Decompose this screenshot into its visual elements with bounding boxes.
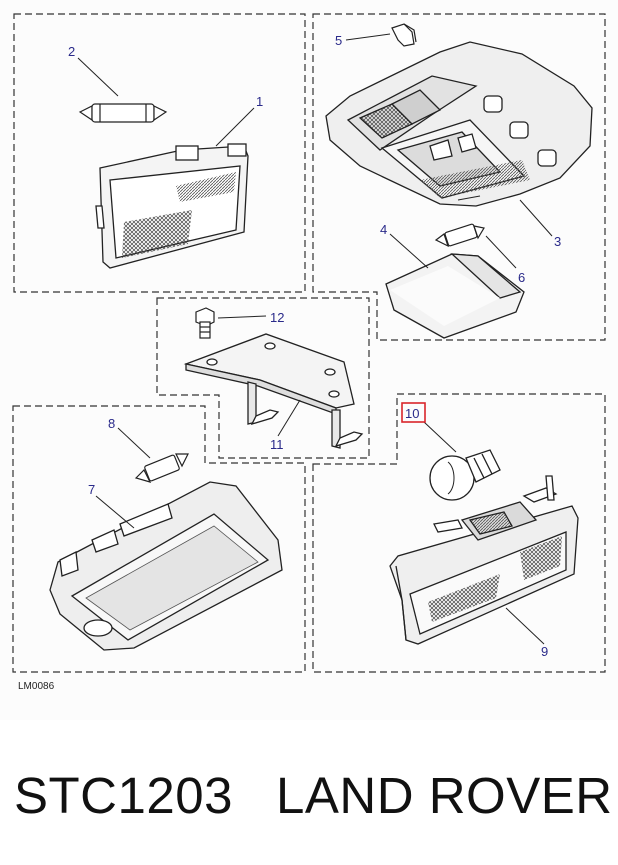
callout-4: 4 (380, 222, 387, 237)
festoon-bulb-part-6 (434, 223, 485, 248)
brand-name: LAND ROVER (276, 767, 613, 824)
callout-6: 6 (518, 270, 525, 285)
callout-3: 3 (554, 234, 561, 249)
lamp-housing-part-1 (95, 143, 249, 269)
callout-5: 5 (335, 33, 342, 48)
callout-10-highlight-box (401, 402, 426, 423)
section-top-left-border (13, 13, 306, 293)
caption-bar: STC1203 LAND ROVER (0, 760, 618, 840)
callout-2: 2 (68, 44, 75, 59)
callout-12: 12 (270, 310, 284, 325)
callout-11: 11 (270, 437, 284, 452)
diagram-code: LM0086 (18, 681, 55, 692)
lamp-assembly-part-9 (389, 475, 579, 645)
bayonet-bulb-part-10 (429, 449, 501, 501)
lamp-housing-part-7 (49, 481, 283, 651)
roof-console-part-3 (325, 41, 593, 207)
callout-10: 10 (405, 406, 419, 421)
callout-7: 7 (88, 482, 95, 497)
callout-1: 1 (256, 94, 263, 109)
section-bottom-right-border (312, 393, 606, 673)
section-top-right-border (312, 13, 606, 341)
part-number: STC1203 (14, 767, 233, 824)
callout-8: 8 (108, 416, 115, 431)
section-center-border (156, 297, 370, 459)
section-bottom-left-border (12, 405, 306, 673)
callout-9: 9 (541, 644, 548, 659)
festoon-bulb-part-8 (134, 453, 189, 483)
lens-part-4 (385, 253, 525, 339)
callout-labels: 1 2 3 4 5 6 7 8 9 10 11 12 LM0086 (18, 33, 561, 692)
exploded-parts-diagram: 1 2 3 4 5 6 7 8 9 10 11 12 LM0086 (12, 13, 606, 692)
festoon-bulb-part-2 (78, 103, 168, 123)
section-borders (12, 13, 606, 673)
leader-lines (77, 33, 553, 645)
screw-part-12 (195, 307, 215, 339)
bracket-part-11 (183, 333, 364, 449)
wedge-bulb-part-5 (391, 23, 417, 47)
